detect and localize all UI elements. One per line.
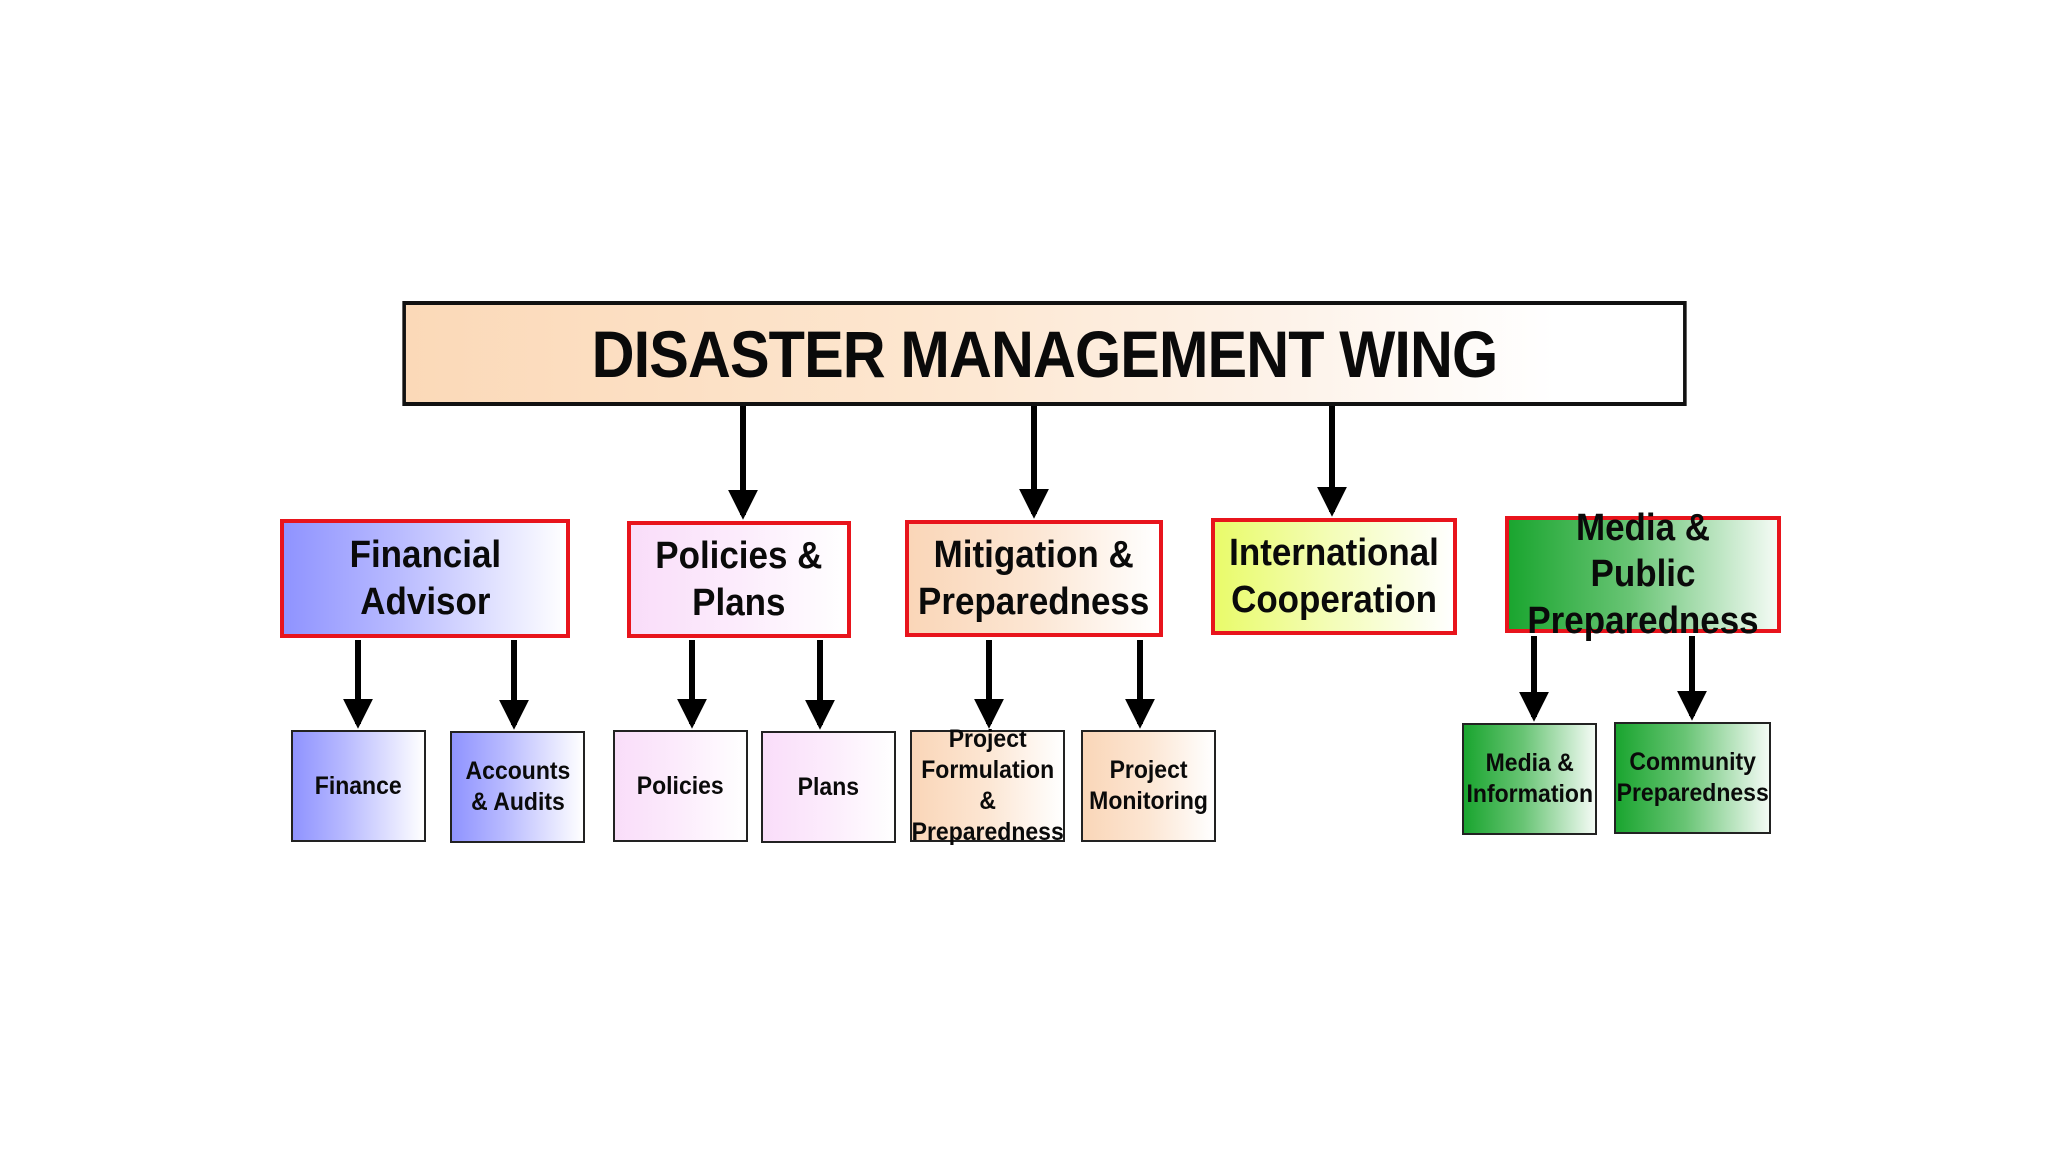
unit-finance: Finance	[291, 730, 426, 842]
dept-policies-plans-label: Policies & Plans	[655, 535, 823, 624]
unit-project-formulation-label: Project Formulation & Preparedness	[911, 725, 1064, 846]
wing-title: DISASTER MANAGEMENT WING	[591, 316, 1499, 391]
unit-accounts-audits: Accounts & Audits	[450, 731, 585, 843]
unit-plans-label: Plans	[797, 772, 860, 801]
dept-financial-advisor: Financial Advisor	[280, 519, 570, 638]
dept-financial-advisor-label: Financial Advisor	[349, 534, 501, 623]
unit-policies-label: Policies	[637, 771, 724, 800]
wing-title-box: DISASTER MANAGEMENT WING	[402, 301, 1687, 406]
dept-mitigation-preparedness: Mitigation & Preparedness	[905, 520, 1163, 637]
dept-international-cooperation: International Cooperation	[1211, 518, 1457, 635]
unit-plans: Plans	[761, 731, 896, 843]
unit-policies: Policies	[613, 730, 748, 842]
dept-mitigation-preparedness-label: Mitigation & Preparedness	[918, 534, 1150, 623]
unit-project-monitoring: Project Monitoring	[1081, 730, 1216, 842]
unit-finance-label: Finance	[315, 771, 402, 800]
dept-media-public-preparedness: Media & Public Preparedness	[1505, 507, 1781, 642]
dept-media-public-preparedness-label: Media & Public Preparedness	[1527, 506, 1759, 642]
unit-community-preparedness: Community Preparedness	[1614, 722, 1771, 834]
unit-project-monitoring-label: Project Monitoring	[1089, 756, 1208, 815]
unit-media-information-label: Media & Information	[1466, 749, 1593, 808]
unit-community-preparedness-label: Community Preparedness	[1616, 748, 1769, 807]
dept-policies-plans: Policies & Plans	[627, 521, 851, 638]
unit-accounts-audits-label: Accounts & Audits	[465, 757, 570, 816]
dept-international-cooperation-label: International Cooperation	[1229, 532, 1439, 621]
unit-media-information: Media & Information	[1462, 723, 1597, 835]
unit-project-formulation: Project Formulation & Preparedness	[910, 725, 1065, 846]
